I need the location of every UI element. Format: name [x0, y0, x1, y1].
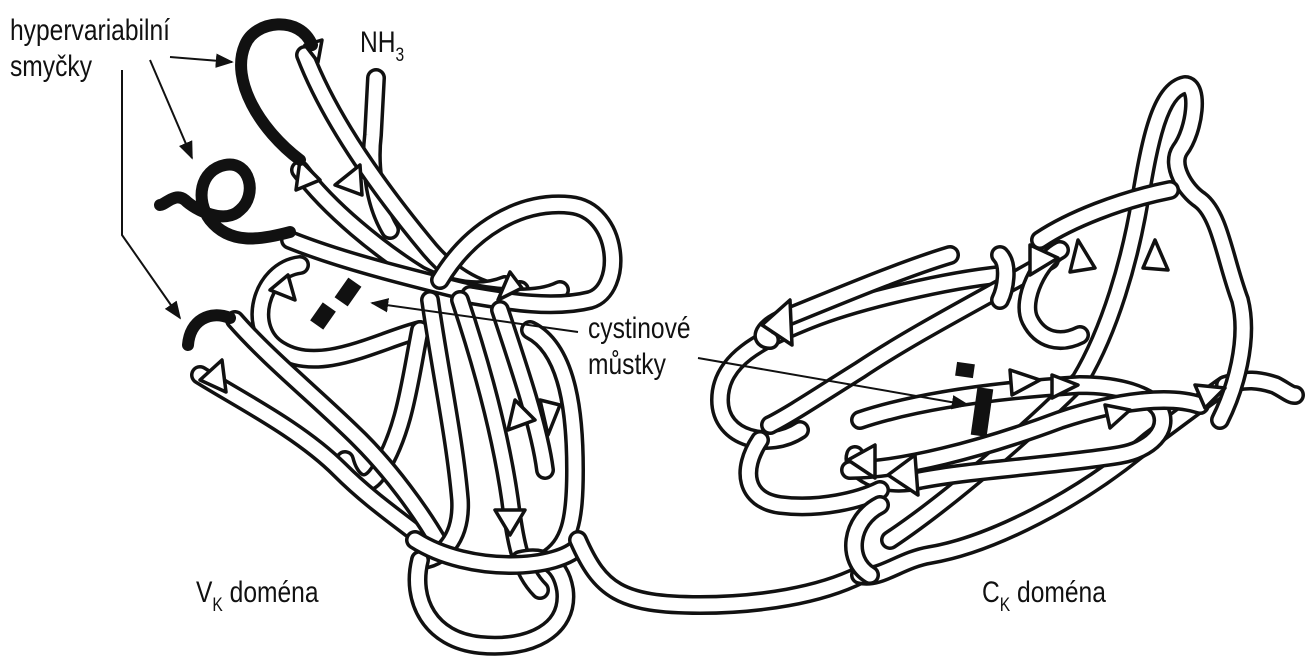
v-cystine-bridge-2 — [310, 302, 336, 329]
nh3-main: NH — [360, 26, 396, 59]
v-cystine-bridge-1 — [335, 278, 362, 307]
ck-subscript: K — [1000, 595, 1010, 616]
nh3-subscript: 3 — [396, 45, 405, 66]
vk-domain-label: VK doména — [196, 576, 319, 614]
vk-subscript: K — [212, 595, 222, 616]
c-domain-ribbon — [720, 85, 1295, 576]
ck-domain-label: CK doména — [982, 576, 1106, 614]
vk-main: V — [196, 576, 212, 609]
cystine-bridges-label-line2: můstky — [588, 348, 666, 382]
ck-main: C — [982, 576, 1000, 609]
nh3-label: NH3 — [360, 26, 404, 64]
ck-domain-word: doména — [1010, 576, 1106, 609]
hypervariable-loops-label-line2: smyčky — [10, 50, 92, 84]
cystine-bridges-label-line1: cystinové — [588, 312, 691, 346]
c-cystine-bridge-2 — [955, 362, 975, 378]
hypervariable-loops-label-line1: hypervariabilní — [10, 14, 170, 48]
vk-domain-word: doména — [223, 576, 319, 609]
